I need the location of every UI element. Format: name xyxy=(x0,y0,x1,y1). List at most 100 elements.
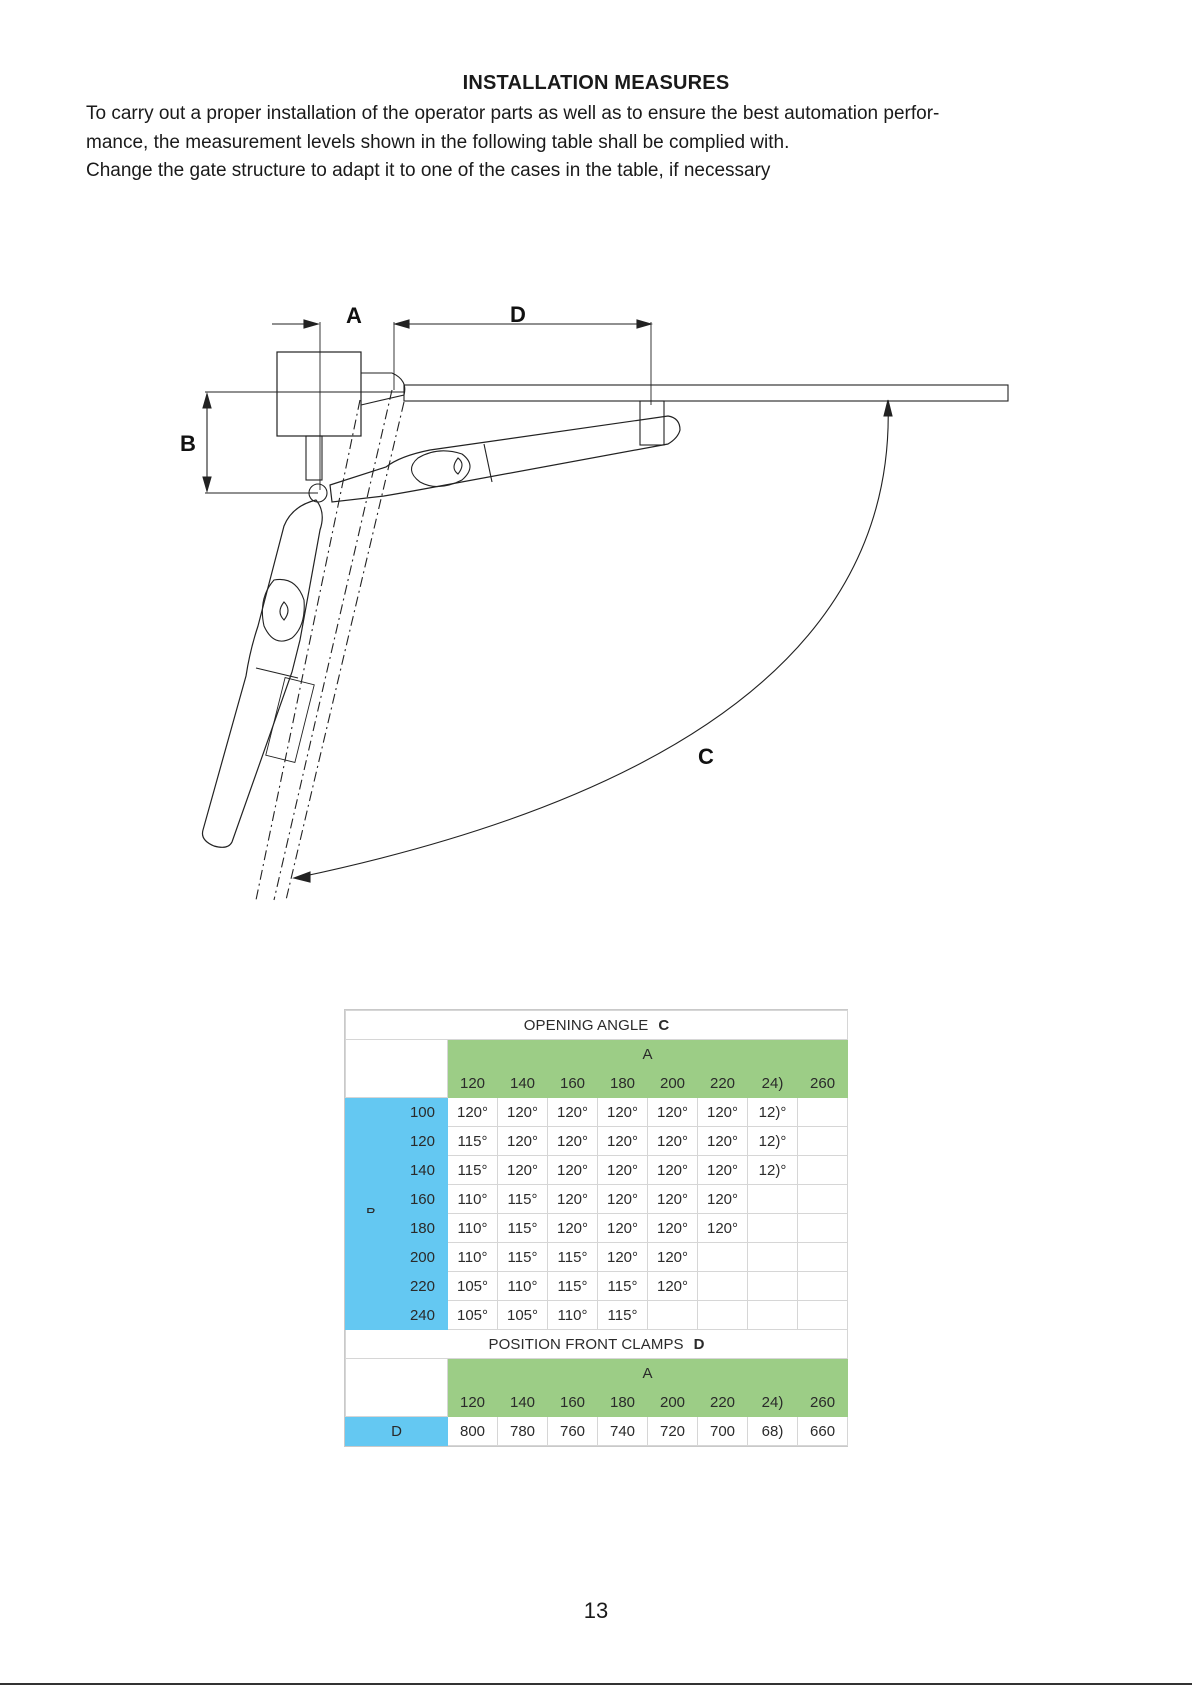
angle-cell xyxy=(796,1126,849,1156)
row-b-label: 220 xyxy=(345,1271,448,1301)
angle-cell xyxy=(747,1300,798,1330)
clamp-value-cell: 800 xyxy=(447,1416,498,1446)
clamps-symbol: D xyxy=(693,1335,705,1353)
angle-cell xyxy=(796,1242,849,1272)
gate-leaf-open-edge-2 xyxy=(285,401,405,901)
clamps-title-row: POSITION FRONT CLAMPS D xyxy=(344,1329,849,1359)
dim-b-arrow-top xyxy=(202,391,212,409)
angle-cell xyxy=(796,1155,849,1185)
angle-cell: 120° xyxy=(547,1184,598,1214)
angle-cell: 120° xyxy=(597,1242,648,1272)
operator-opened xyxy=(201,499,323,848)
row-b-value: 120 xyxy=(409,1132,435,1150)
angle-cell: 120° xyxy=(597,1097,648,1127)
clamp-value-cell: 700 xyxy=(697,1416,748,1446)
angle-cell: 120° xyxy=(547,1097,598,1127)
angle-cell: 120° xyxy=(547,1213,598,1243)
row-b-label: 240 xyxy=(345,1300,448,1330)
label-b: B xyxy=(180,431,196,456)
row-b-label: 120 xyxy=(345,1126,448,1156)
angle-cell: 110° xyxy=(497,1271,548,1301)
opening-col-header: 260 xyxy=(796,1068,849,1098)
row-b-label: 180 xyxy=(345,1213,448,1243)
angle-cell: 120° xyxy=(697,1184,748,1214)
angle-cell xyxy=(747,1242,798,1272)
opening-col-header: 160 xyxy=(547,1068,598,1098)
row-b-value: 160 xyxy=(409,1190,435,1208)
hinge-bracket xyxy=(360,372,406,406)
intro-line-2: mance, the measurement levels shown in t… xyxy=(86,131,790,153)
angle-cell xyxy=(796,1097,849,1127)
angle-cell: 120° xyxy=(647,1184,698,1214)
clamps-col-header: 24) xyxy=(747,1387,798,1417)
clamp-value-cell: 740 xyxy=(597,1416,648,1446)
arc-arrow-top xyxy=(883,399,893,417)
angle-cell: 120° xyxy=(497,1097,548,1127)
clamp-value-cell: 780 xyxy=(497,1416,548,1446)
angle-cell: 105° xyxy=(447,1300,498,1330)
row-b-value: 200 xyxy=(409,1248,435,1266)
angle-cell: 120° xyxy=(547,1155,598,1185)
opening-col-header: 140 xyxy=(497,1068,548,1098)
angle-cell: 115° xyxy=(597,1300,648,1330)
angle-cell: 120° xyxy=(647,1271,698,1301)
angle-cell xyxy=(796,1184,849,1214)
clamps-title-text: POSITION FRONT CLAMPS xyxy=(488,1335,684,1353)
page-title: INSTALLATION MEASURES xyxy=(462,72,730,94)
angle-cell: 110° xyxy=(447,1213,498,1243)
operator-closed xyxy=(308,415,681,503)
row-d-label: D xyxy=(345,1416,448,1446)
opening-angle-symbol: C xyxy=(658,1016,670,1034)
clamps-col-header: 180 xyxy=(597,1387,648,1417)
angle-cell xyxy=(697,1242,748,1272)
angle-cell: 120° xyxy=(497,1126,548,1156)
clamps-col-header: 200 xyxy=(647,1387,698,1417)
row-b-value: 140 xyxy=(409,1161,435,1179)
angle-cell: 110° xyxy=(447,1242,498,1272)
angle-cell: 120° xyxy=(697,1126,748,1156)
intro-text: To carry out a proper installation of th… xyxy=(86,100,1086,186)
page-bottom-rule xyxy=(0,1683,1192,1685)
angle-cell: 120° xyxy=(597,1126,648,1156)
angle-cell: 120° xyxy=(647,1242,698,1272)
clamp-value-cell: 720 xyxy=(647,1416,698,1446)
angle-cell: 115° xyxy=(447,1126,498,1156)
gate-pillar xyxy=(276,351,362,437)
opening-col-header: 200 xyxy=(647,1068,698,1098)
gate-leaf-open-edge-3 xyxy=(255,399,361,901)
arc-arrow-bottom xyxy=(292,871,311,883)
clamp-value-cell: 660 xyxy=(796,1416,849,1446)
angle-cell: 120° xyxy=(547,1126,598,1156)
angle-cell: 120° xyxy=(697,1155,748,1185)
row-b-label: 100 xyxy=(345,1097,448,1127)
angle-cell: 115° xyxy=(547,1271,598,1301)
dim-a-arrow-left xyxy=(303,319,321,329)
angle-cell: 105° xyxy=(447,1271,498,1301)
angle-cell: 115° xyxy=(497,1242,548,1272)
row-b-label: 140 xyxy=(345,1155,448,1185)
angle-cell: 120° xyxy=(497,1155,548,1185)
installation-diagram: A D B C xyxy=(180,302,1009,901)
opening-corner-cell xyxy=(345,1039,448,1098)
dim-d-arrow xyxy=(636,319,654,329)
angle-cell: 12)° xyxy=(747,1155,798,1185)
clamps-col-header: 160 xyxy=(547,1387,598,1417)
front-bracket xyxy=(639,400,665,446)
angle-cell: 120° xyxy=(597,1155,648,1185)
row-b-value: 220 xyxy=(409,1277,435,1295)
angle-cell: 115° xyxy=(547,1242,598,1272)
clamps-title: POSITION FRONT CLAMPS D xyxy=(344,1329,849,1359)
clamps-corner-cell xyxy=(345,1358,448,1417)
angle-cell xyxy=(747,1184,798,1214)
angle-cell: 110° xyxy=(547,1300,598,1330)
